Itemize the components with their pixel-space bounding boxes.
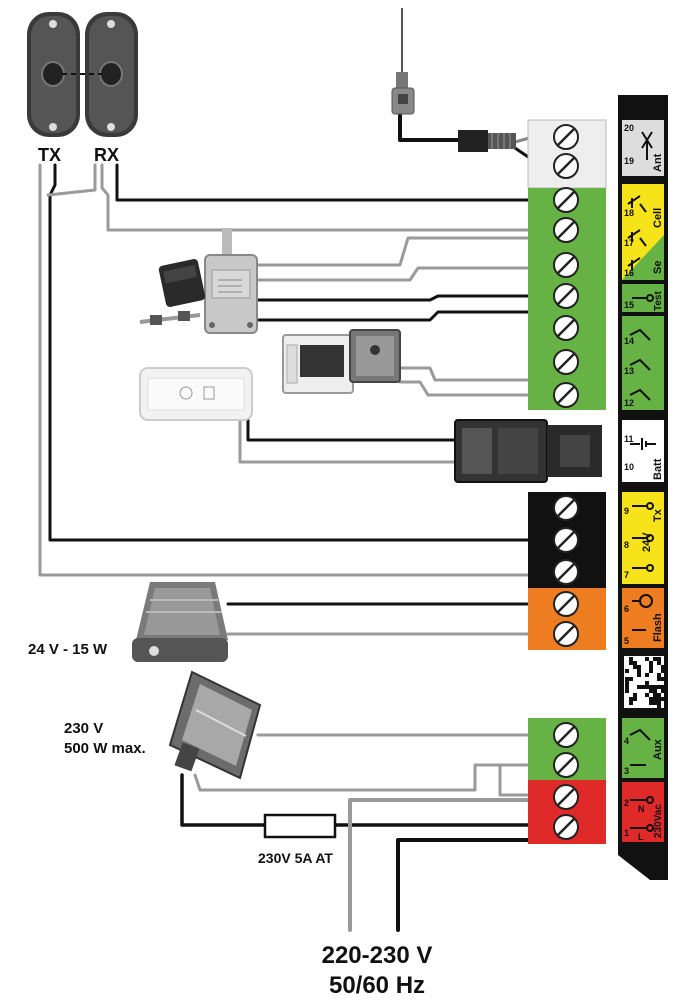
pin-10: 10 [624, 462, 634, 472]
intercom-wire-2 [398, 380, 547, 397]
rx-wire-grey-cell16 [100, 163, 547, 232]
lamp-power-label: 500 W max. [64, 740, 146, 757]
screw-slot [557, 128, 575, 146]
antenna-wire [398, 113, 462, 142]
receiver-wire-1 [256, 236, 547, 267]
pin-7: 7 [624, 570, 629, 580]
rx-label: RX [94, 145, 119, 165]
pin-15: 15 [624, 300, 634, 310]
strip-aux [622, 718, 664, 778]
pin-16: 16 [624, 268, 634, 278]
wires [38, 113, 557, 932]
label-N: N [638, 804, 645, 814]
pin-14: 14 [624, 336, 634, 346]
flash-light [132, 582, 228, 662]
pin-19: 19 [624, 156, 634, 166]
pin-5: 5 [624, 636, 629, 646]
screw-slot [557, 726, 575, 744]
label-L: L [638, 832, 644, 842]
label-aux: Aux [652, 738, 664, 760]
battery-pack [139, 367, 253, 421]
label-24v: 24V [641, 532, 653, 552]
pin-12: 12 [624, 398, 634, 408]
screw-slot [557, 221, 575, 239]
label-tx: Tx [652, 508, 664, 522]
antenna [391, 8, 516, 152]
label-230vac: 230Vac [653, 804, 664, 838]
receiver-wire-4 [256, 310, 547, 322]
strip-text: 20 19 Ant 18 17 16 Cell Se 15 Test 14 13… [624, 123, 664, 842]
screw-slot [557, 625, 575, 643]
lamp-wire-grey-2 [193, 763, 547, 792]
screw-slot [557, 531, 575, 549]
strip-batt [622, 420, 664, 482]
pin-2: 2 [624, 798, 629, 808]
pin-9: 9 [624, 506, 629, 516]
pin-4: 4 [624, 736, 629, 746]
screw-slot [557, 499, 575, 517]
tx-label: TX [38, 145, 61, 165]
cable-ties [139, 311, 201, 325]
label-ant: Ant [652, 153, 664, 172]
fuse [263, 813, 337, 839]
screw-slot [557, 287, 575, 305]
fuse-label: 230V 5A AT [258, 850, 333, 866]
pin-3: 3 [624, 766, 629, 776]
qr-code [624, 656, 665, 709]
remote-key [158, 259, 206, 307]
battery-wire-grey [238, 418, 457, 464]
screw-slot [557, 386, 575, 404]
label-se: Se [652, 261, 664, 274]
flood-lamp [168, 670, 262, 780]
photocell-tx [27, 12, 80, 137]
pin-1: 1 [624, 828, 629, 838]
receiver-wire-2 [256, 266, 547, 282]
screw-slot [557, 788, 575, 806]
pin-8: 8 [624, 540, 629, 550]
lamp-wire-black [180, 773, 267, 827]
strip-symbols [627, 131, 656, 832]
pin-17: 17 [624, 238, 634, 248]
label-flash: Flash [652, 613, 664, 642]
screw-slot [557, 563, 575, 581]
intercom-wire-1 [398, 366, 547, 382]
strip-mains [622, 782, 664, 842]
screw-slot [557, 256, 575, 274]
label-batt: Batt [652, 458, 664, 480]
pin-20: 20 [624, 123, 634, 133]
screw-slot [557, 353, 575, 371]
label-strip [618, 95, 668, 880]
screw-slot [557, 319, 575, 337]
screw-slot [557, 595, 575, 613]
rx-wire-short [46, 163, 97, 197]
tx-wire-grey [38, 163, 547, 577]
battery-connector [454, 419, 602, 483]
screw-slot [557, 818, 575, 836]
terminal-screws [553, 124, 579, 840]
pin-13: 13 [624, 366, 634, 376]
strip-flash [622, 588, 664, 648]
flash-rating-label: 24 V - 15 W [28, 641, 108, 658]
pin-6: 6 [624, 604, 629, 614]
photocell-rx [85, 12, 138, 137]
pin-18: 18 [624, 208, 634, 218]
radio-receiver [204, 228, 258, 334]
intercom [282, 329, 401, 394]
lamp-voltage-label: 230 V [64, 720, 103, 737]
screw-slot [557, 157, 575, 175]
mains-wire-grey [348, 798, 547, 932]
screw-slot [557, 756, 575, 774]
battery-wire-black [246, 418, 457, 442]
receiver-wire-3 [256, 294, 547, 302]
rx-wire-black-cell18 [115, 163, 547, 202]
label-test: Test [653, 291, 664, 311]
mains-wire-black [396, 838, 547, 932]
pin-11: 11 [624, 434, 634, 444]
screw-slot [557, 191, 575, 209]
label-cell: Cell [652, 208, 664, 228]
mains-frequency-label: 50/60 Hz [329, 972, 425, 999]
mains-voltage-label: 220-230 V [322, 942, 433, 969]
